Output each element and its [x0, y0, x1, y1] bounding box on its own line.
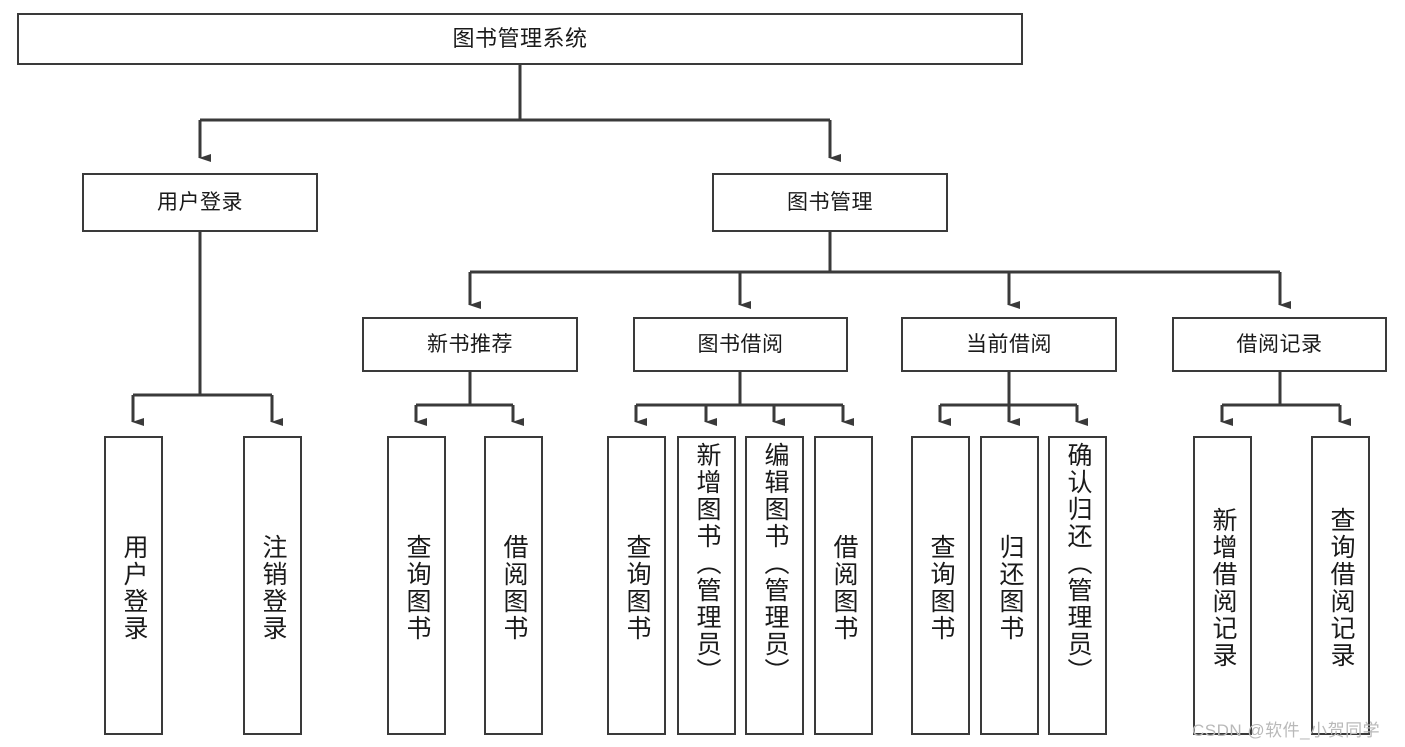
node-label: 查询图书: [623, 533, 651, 642]
leaf-new-book-query-book[interactable]: 查询图书: [387, 436, 446, 735]
node-label: 新增借阅记录: [1209, 506, 1237, 669]
node-label: 用户登录: [120, 533, 148, 642]
leaf-book-borrow-query-book[interactable]: 查询图书: [607, 436, 666, 735]
node-label: 当前借阅: [966, 332, 1052, 356]
node-label: 图书管理系统: [452, 25, 588, 51]
leaf-book-borrow-edit-book[interactable]: 编辑图书（管理员）: [745, 436, 804, 735]
leaf-current-borrow-return-book[interactable]: 归还图书: [980, 436, 1039, 735]
leaf-user-login-login[interactable]: 用户登录: [104, 436, 163, 735]
node-label: 借阅图书: [830, 533, 858, 642]
node-label: 查询图书: [403, 533, 431, 642]
leaf-borrow-record-add-record[interactable]: 新增借阅记录: [1193, 436, 1252, 735]
node-book-borrow[interactable]: 图书借阅: [633, 317, 848, 372]
node-label: 图书借阅: [697, 332, 784, 356]
node-label: 新书推荐: [427, 332, 513, 356]
node-root-system[interactable]: 图书管理系统: [17, 13, 1023, 65]
leaf-current-borrow-confirm-return[interactable]: 确认归还（管理员）: [1048, 436, 1107, 735]
node-current-borrow[interactable]: 当前借阅: [901, 317, 1117, 372]
leaf-borrow-record-query-record[interactable]: 查询借阅记录: [1311, 436, 1370, 735]
node-book-management[interactable]: 图书管理: [712, 173, 948, 232]
node-label: 确认归还（管理员）: [1064, 442, 1092, 685]
node-label: 查询借阅记录: [1327, 506, 1355, 669]
node-label: 借阅记录: [1236, 332, 1323, 356]
leaf-current-borrow-query-book[interactable]: 查询图书: [911, 436, 970, 735]
node-label: 图书管理: [787, 190, 873, 214]
leaf-book-borrow-borrow-book[interactable]: 借阅图书: [814, 436, 873, 735]
node-label: 注销登录: [259, 533, 287, 642]
node-label: 查询图书: [927, 533, 955, 642]
node-label: 归还图书: [996, 533, 1024, 642]
leaf-book-borrow-add-book[interactable]: 新增图书（管理员）: [677, 436, 736, 735]
node-new-book-recommend[interactable]: 新书推荐: [362, 317, 578, 372]
node-label: 编辑图书（管理员）: [761, 442, 789, 685]
leaf-new-book-borrow-book[interactable]: 借阅图书: [484, 436, 543, 735]
node-label: 借阅图书: [500, 533, 528, 642]
node-user-login[interactable]: 用户登录: [82, 173, 318, 232]
csdn-watermark: CSDN @软件_小贺同学: [1192, 721, 1381, 740]
node-label: 新增图书（管理员）: [693, 442, 721, 685]
node-label: 用户登录: [157, 190, 243, 214]
leaf-user-login-logout[interactable]: 注销登录: [243, 436, 302, 735]
node-borrow-record[interactable]: 借阅记录: [1172, 317, 1387, 372]
